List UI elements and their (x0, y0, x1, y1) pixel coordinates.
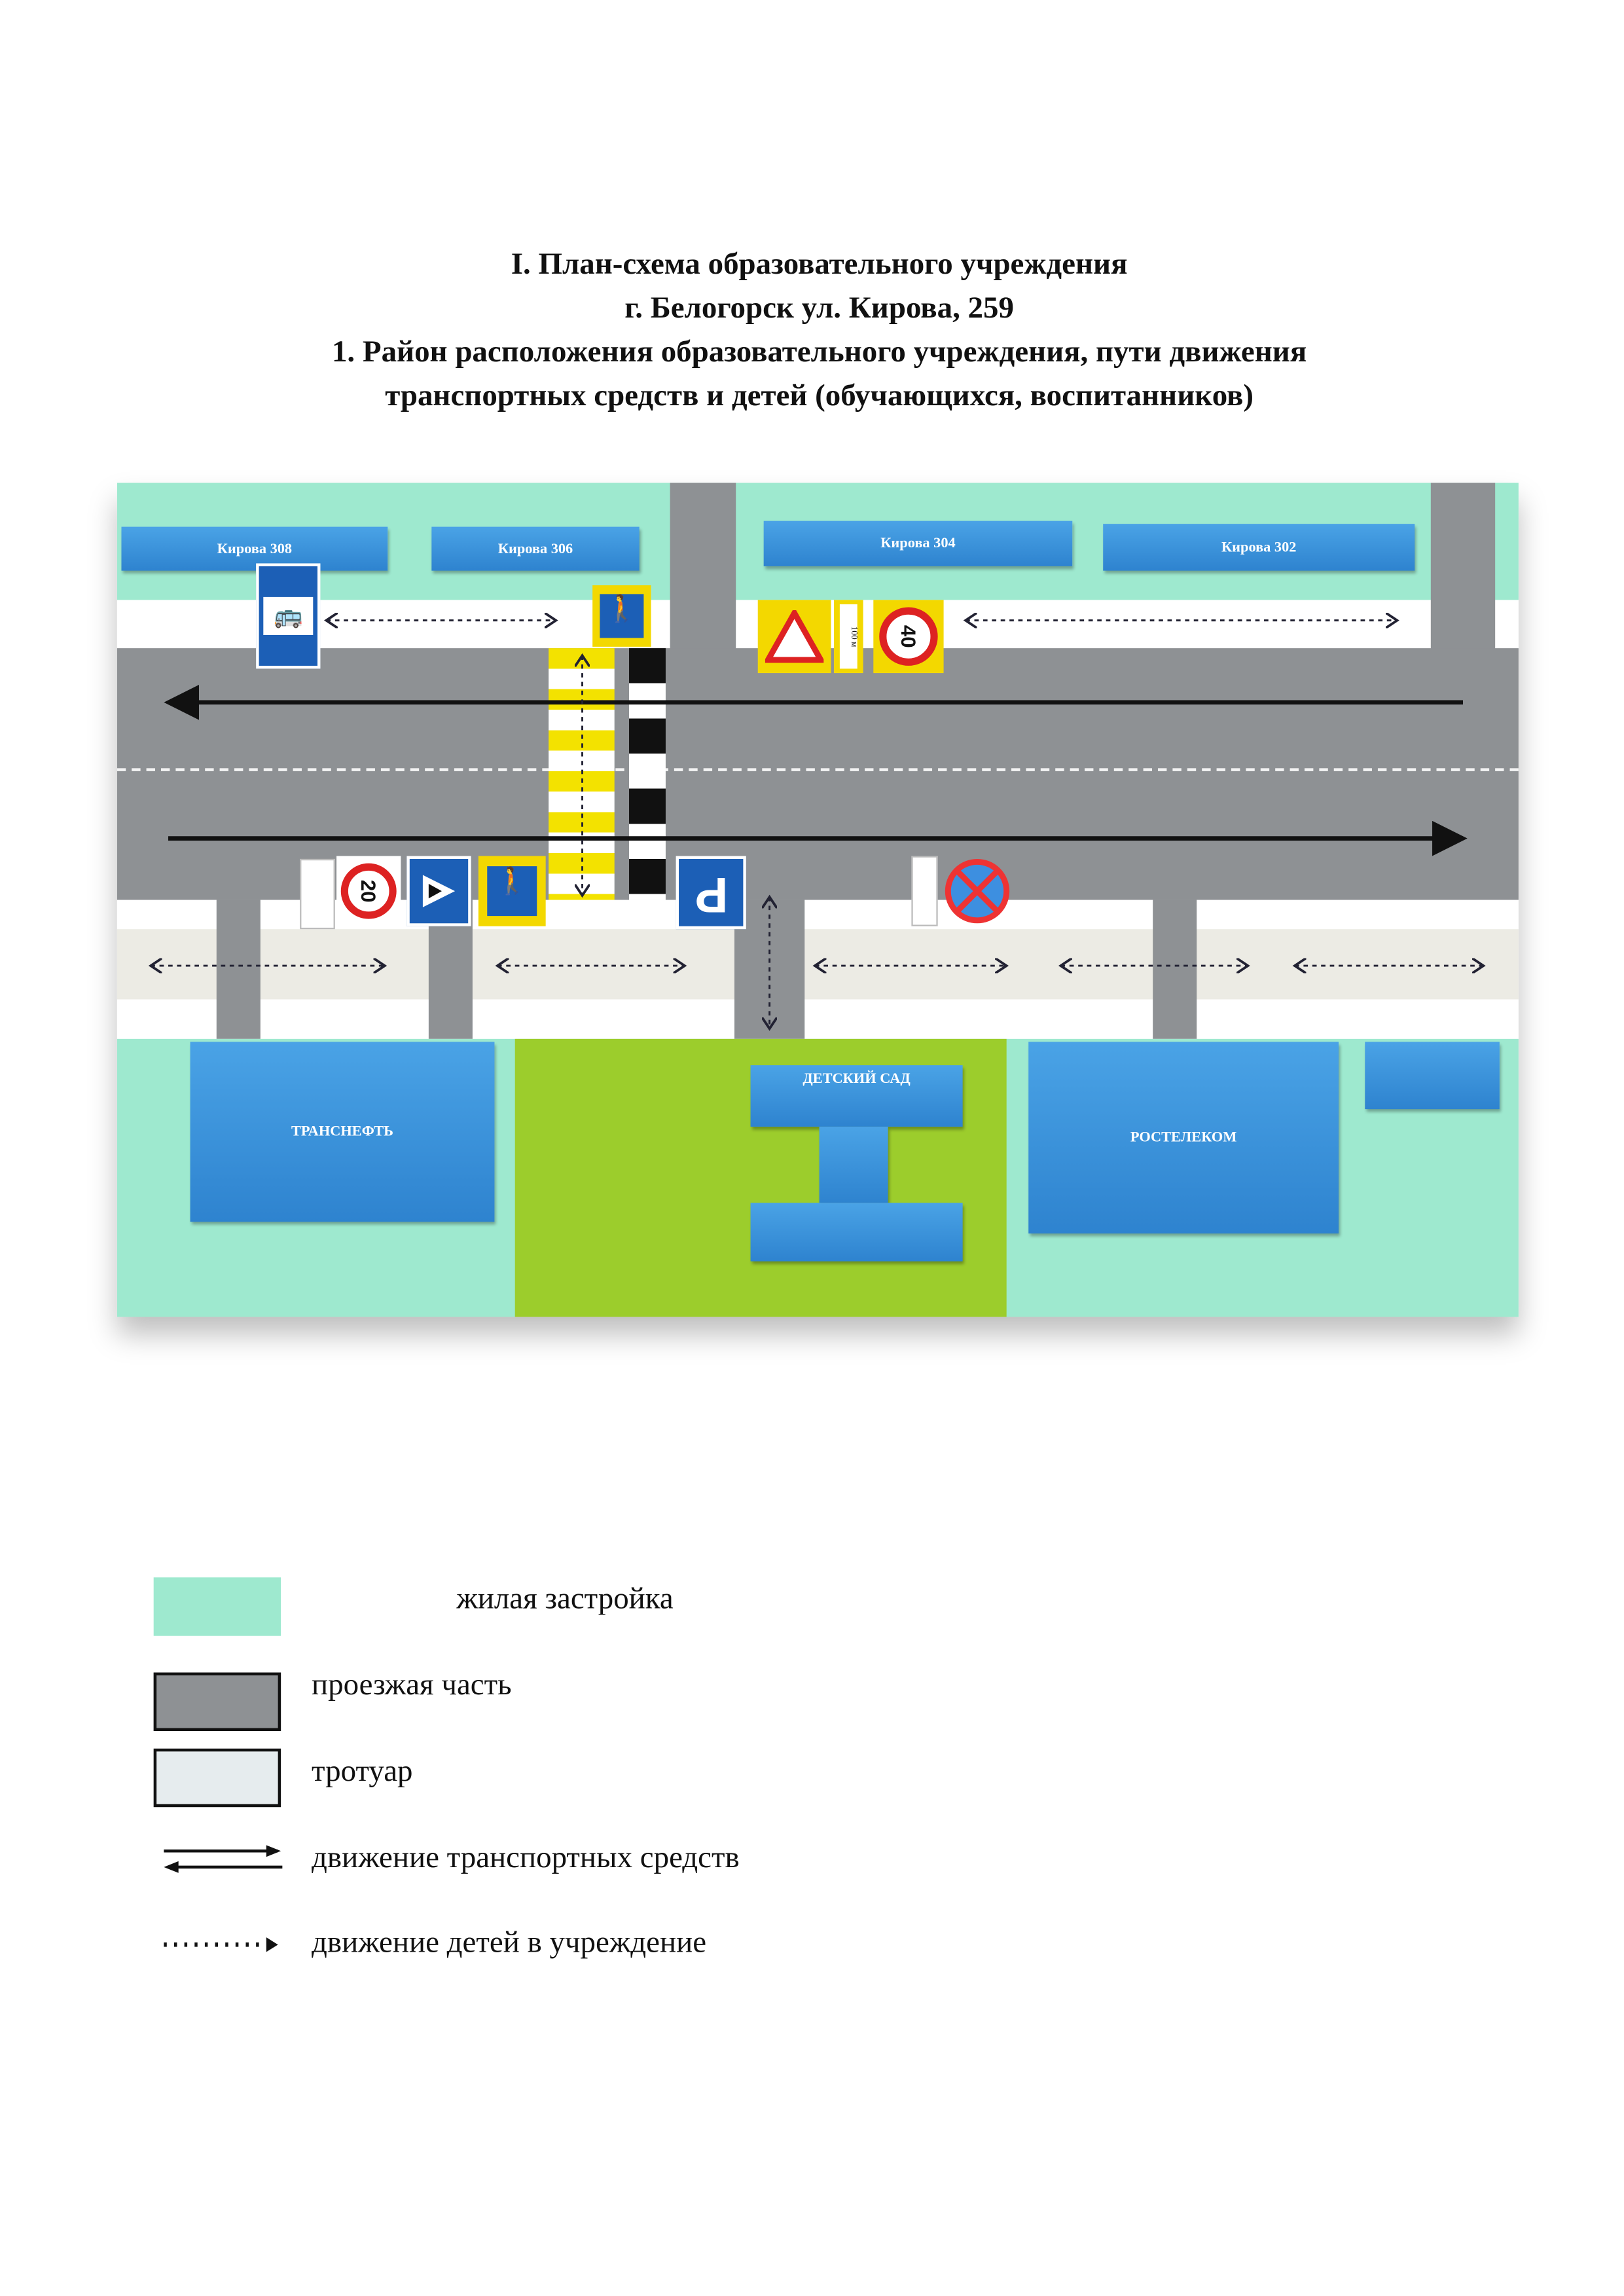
kindergarten-wing (750, 1203, 963, 1262)
speed-limit-20-sign: 20 (336, 856, 401, 926)
pedestrian-crossing-sign: 🚶 (592, 585, 651, 647)
building-rostelecom: РОСТЕЛЕКОМ (1028, 1042, 1339, 1234)
speed-limit-40-sign: 40 (873, 600, 944, 674)
building-kirova-308: Кирова 308 (121, 526, 388, 571)
movement-arrows (117, 483, 1519, 1317)
pedestrian-icon: 🚶 (487, 866, 537, 917)
distance-plate-bottom-2 (911, 856, 938, 926)
pedestrian-crossing-sign-bottom: 🚶 (478, 856, 546, 926)
speed-bump-icon (422, 875, 456, 907)
page-title: I. План-схема образовательного учреждени… (0, 242, 1624, 417)
legend-swatch-sidewalk (153, 1748, 281, 1808)
distance-plate: 100 м (833, 600, 863, 674)
building-kindergarten: ДЕТСКИЙ САД (750, 1065, 963, 1127)
building-small (1365, 1042, 1500, 1110)
parking-sign: P (676, 856, 746, 930)
bus-icon: 🚌 (263, 596, 314, 635)
side-road-2 (1430, 483, 1496, 651)
building-kirova-302: Кирова 302 (1103, 524, 1415, 571)
legend-children-path-icon (164, 1937, 278, 1952)
legend-vehicle-arrows-icon (164, 1845, 283, 1873)
legend-label-vehicles: движение транспортных средств (312, 1839, 740, 1875)
bus-stop-sign: 🚌 (256, 563, 321, 669)
speed-bump-sign (406, 856, 471, 926)
children-warning-sign (757, 600, 831, 674)
building-kirova-306: Кирова 306 (431, 526, 640, 571)
no-stopping-sign (944, 858, 1011, 925)
distance-plate-bottom (300, 858, 335, 930)
building-kirova-304: Кирова 304 (763, 520, 1073, 566)
legend-label-road: проезжая часть (312, 1666, 512, 1702)
legend-swatch-residential (153, 1577, 281, 1636)
pedestrian-icon: 🚶 (600, 594, 644, 638)
title-line-1: I. План-схема образовательного учреждени… (511, 246, 1128, 282)
title-line-2: г. Белогорск ул. Кирова, 259 (624, 289, 1014, 325)
kindergarten-wing-connector (819, 1126, 888, 1203)
legend-label-residential: жилая застройка (456, 1580, 674, 1616)
side-road-1 (670, 483, 736, 651)
site-plan-map: Кирова 308 Кирова 306 Кирова 304 Кирова … (117, 483, 1519, 1317)
title-line-4: транспортных средств и детей (обучающихс… (385, 377, 1254, 413)
center-line (117, 768, 1519, 771)
legend-label-children: движение детей в учреждение (312, 1924, 707, 1959)
children-triangle-icon (765, 610, 824, 663)
no-stopping-icon (945, 858, 1010, 924)
title-line-3: 1. Район расположения образовательного у… (331, 333, 1307, 369)
barrier (629, 648, 666, 900)
building-transneft: ТРАНСНЕФТЬ (190, 1042, 495, 1222)
legend-swatch-road (153, 1672, 281, 1732)
legend-label-sidewalk: тротуар (312, 1753, 413, 1789)
